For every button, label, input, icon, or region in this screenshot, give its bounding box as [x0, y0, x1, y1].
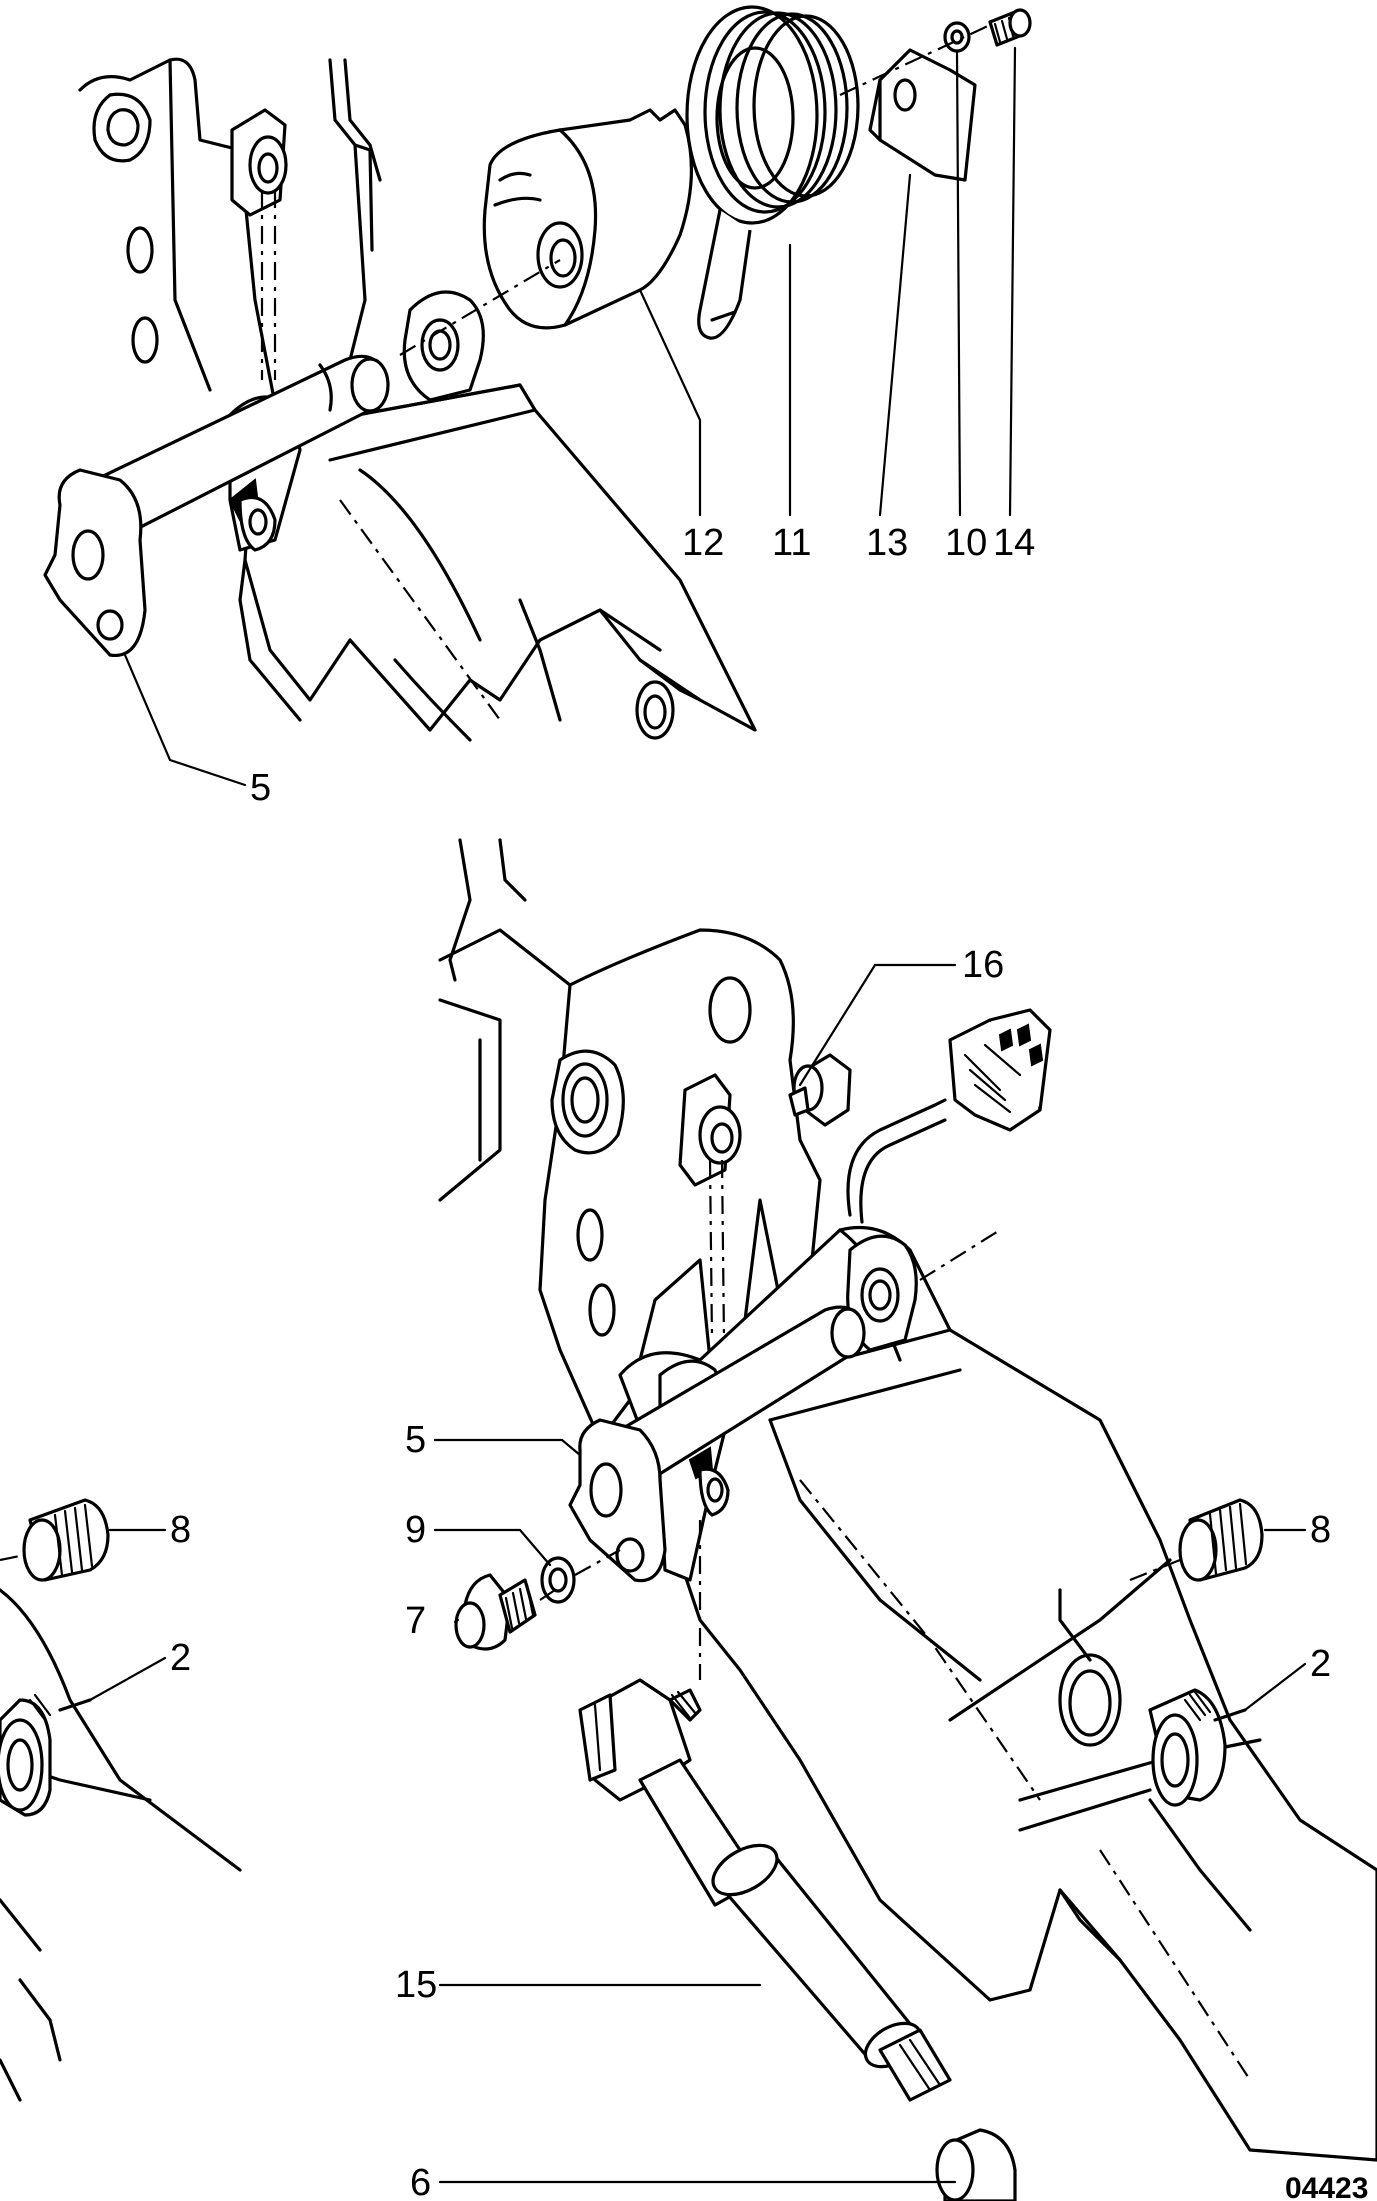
callout-14: 14: [993, 522, 1035, 564]
callout-9: 9: [405, 1509, 426, 1551]
callout-5-middle: 5: [405, 1419, 426, 1461]
callout-8-right: 8: [1310, 1509, 1331, 1551]
callout-8-left: 8: [170, 1509, 191, 1551]
callout-5-top: 5: [250, 767, 271, 809]
middle-assembly: [0, 838, 1377, 2201]
callout-13: 13: [866, 522, 908, 564]
callout-7: 7: [405, 1600, 426, 1642]
callout-15: 15: [395, 1964, 437, 2006]
figure-code: 04423: [1285, 2172, 1368, 2201]
callout-16: 16: [962, 944, 1004, 986]
callout-6: 6: [410, 2162, 431, 2201]
callout-2-right: 2: [1310, 1643, 1331, 1685]
callout-11: 11: [772, 522, 811, 564]
callout-10: 10: [945, 522, 987, 564]
callout-2-left: 2: [170, 1637, 191, 1679]
torsion-spring-part-11: [685, 5, 860, 340]
top-assembly: [43, 5, 1032, 787]
callout-12: 12: [682, 522, 724, 564]
